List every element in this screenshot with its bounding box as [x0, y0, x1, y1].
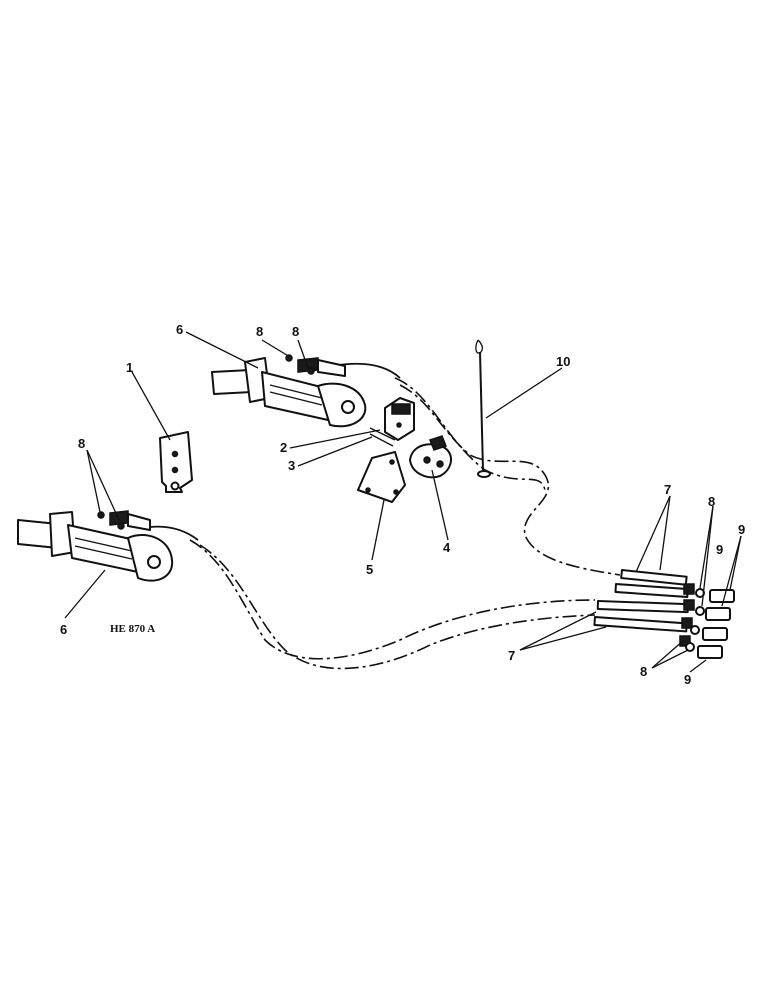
figure-code: HE 870 A: [110, 623, 155, 635]
callout-7-lower: 7: [508, 648, 515, 663]
support-rod-part-10: [475, 339, 491, 478]
plate-part-5: [357, 451, 406, 503]
callout-6-upper: 6: [176, 322, 183, 337]
hydraulic-cylinder-lower: [17, 510, 174, 582]
callout-9-upper-left: 9: [716, 542, 723, 557]
callout-8-lower: 8: [78, 436, 85, 451]
pin-part-3: [369, 427, 396, 447]
callout-4: 4: [443, 540, 451, 555]
hydraulic-cylinder-upper: [211, 354, 367, 428]
valve-part-4: [409, 435, 452, 479]
callout-9-lower: 9: [684, 672, 691, 687]
callout-9-upper-right: 9: [738, 522, 745, 537]
callout-2: 2: [280, 440, 287, 455]
callout-8-right-upper: 8: [708, 494, 715, 509]
callout-5: 5: [366, 562, 373, 577]
bracket-part-1: [159, 431, 193, 493]
leader-lines: [64, 331, 742, 673]
callout-8-right-lower: 8: [640, 664, 647, 679]
callout-6-lower: 6: [60, 622, 67, 637]
hose-ends-part-7: [593, 568, 695, 647]
callout-8-upper-left: 8: [256, 324, 263, 339]
fittings-part-8-and-9: [685, 588, 735, 659]
callout-10: 10: [556, 354, 570, 369]
callout-3: 3: [288, 458, 295, 473]
callout-8-upper-right: 8: [292, 324, 299, 339]
callout-1: 1: [126, 360, 133, 375]
valve-block-part-2: [384, 397, 415, 441]
callout-labels: 1 6 8 8 10 8 2 3 4 5 7 8 9 9 6 HE 870 A …: [60, 322, 745, 687]
callout-7-upper: 7: [664, 482, 671, 497]
